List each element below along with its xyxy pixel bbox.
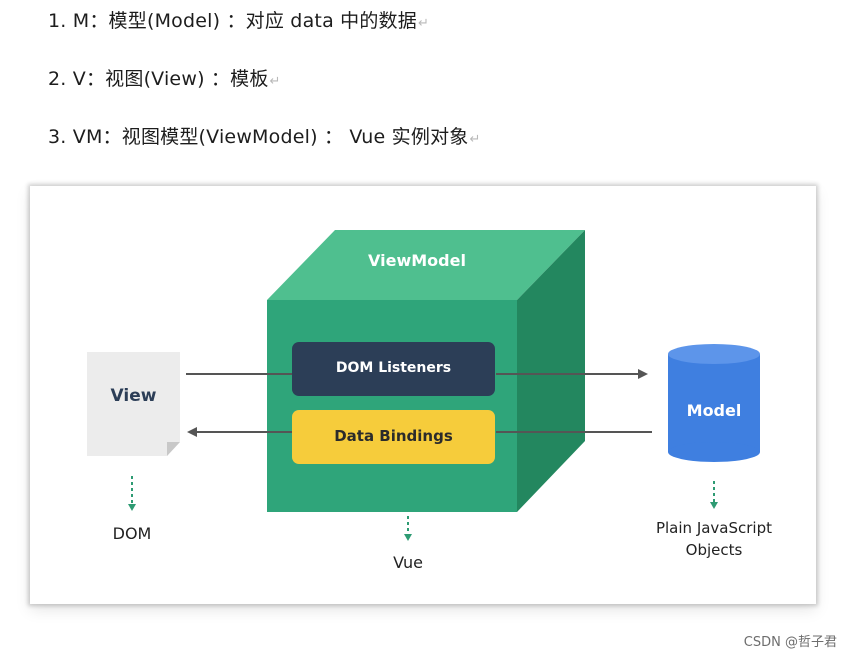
return-mark-icon: ↵ — [417, 16, 430, 31]
view-document-fold — [167, 442, 180, 456]
model-cylinder-bottom — [668, 442, 760, 462]
dom-caption: DOM — [112, 524, 152, 543]
note-viewmodel: 3. VM：视图模型(ViewModel) ： Vue 实例对象↵ — [48, 122, 481, 149]
arrow-head-left-icon — [187, 427, 197, 437]
dotted-arrow-head-icon — [128, 504, 136, 511]
diagram-canvas — [87, 230, 760, 541]
viewmodel-label: ViewModel — [368, 251, 466, 270]
note-view-text: 2. V：视图(View) ：模板 — [48, 68, 269, 90]
dotted-arrow-head-icon — [710, 502, 718, 509]
return-mark-icon: ↵ — [469, 132, 481, 147]
note-model: 1. M：模型(Model) ：对应 data 中的数据↵ — [48, 6, 429, 33]
mvvm-diagram: ViewModel DOM Listeners Data Bindings Vi… — [30, 186, 816, 604]
vue-caption: Vue — [393, 553, 423, 572]
note-model-text: 1. M：模型(Model) ：对应 data 中的数据 — [48, 10, 417, 32]
dom-listeners-box — [292, 342, 495, 396]
data-bindings-label: Data Bindings — [334, 427, 453, 445]
note-viewmodel-text: 3. VM：视图模型(ViewModel) ： Vue 实例对象 — [48, 126, 469, 148]
model-caption-line1: Plain JavaScript — [655, 519, 773, 537]
model-cylinder-body — [668, 354, 760, 452]
cube-front-face — [267, 300, 517, 512]
note-view: 2. V：视图(View) ：模板↵ — [48, 64, 281, 91]
model-caption-line2: Objects — [685, 541, 743, 559]
return-mark-icon: ↵ — [269, 74, 281, 89]
view-document-icon — [87, 352, 180, 456]
cube-side-face — [517, 230, 585, 512]
dotted-arrow-head-icon — [404, 534, 412, 541]
view-label: View — [110, 386, 157, 406]
model-cylinder-top — [668, 344, 760, 364]
csdn-watermark: CSDN @哲子君 — [743, 635, 837, 650]
data-bindings-box — [292, 410, 495, 464]
dom-listeners-label: DOM Listeners — [335, 360, 452, 376]
cube-top-face — [267, 230, 585, 300]
arrow-head-right-icon — [638, 369, 648, 379]
model-label: Model — [686, 401, 742, 420]
